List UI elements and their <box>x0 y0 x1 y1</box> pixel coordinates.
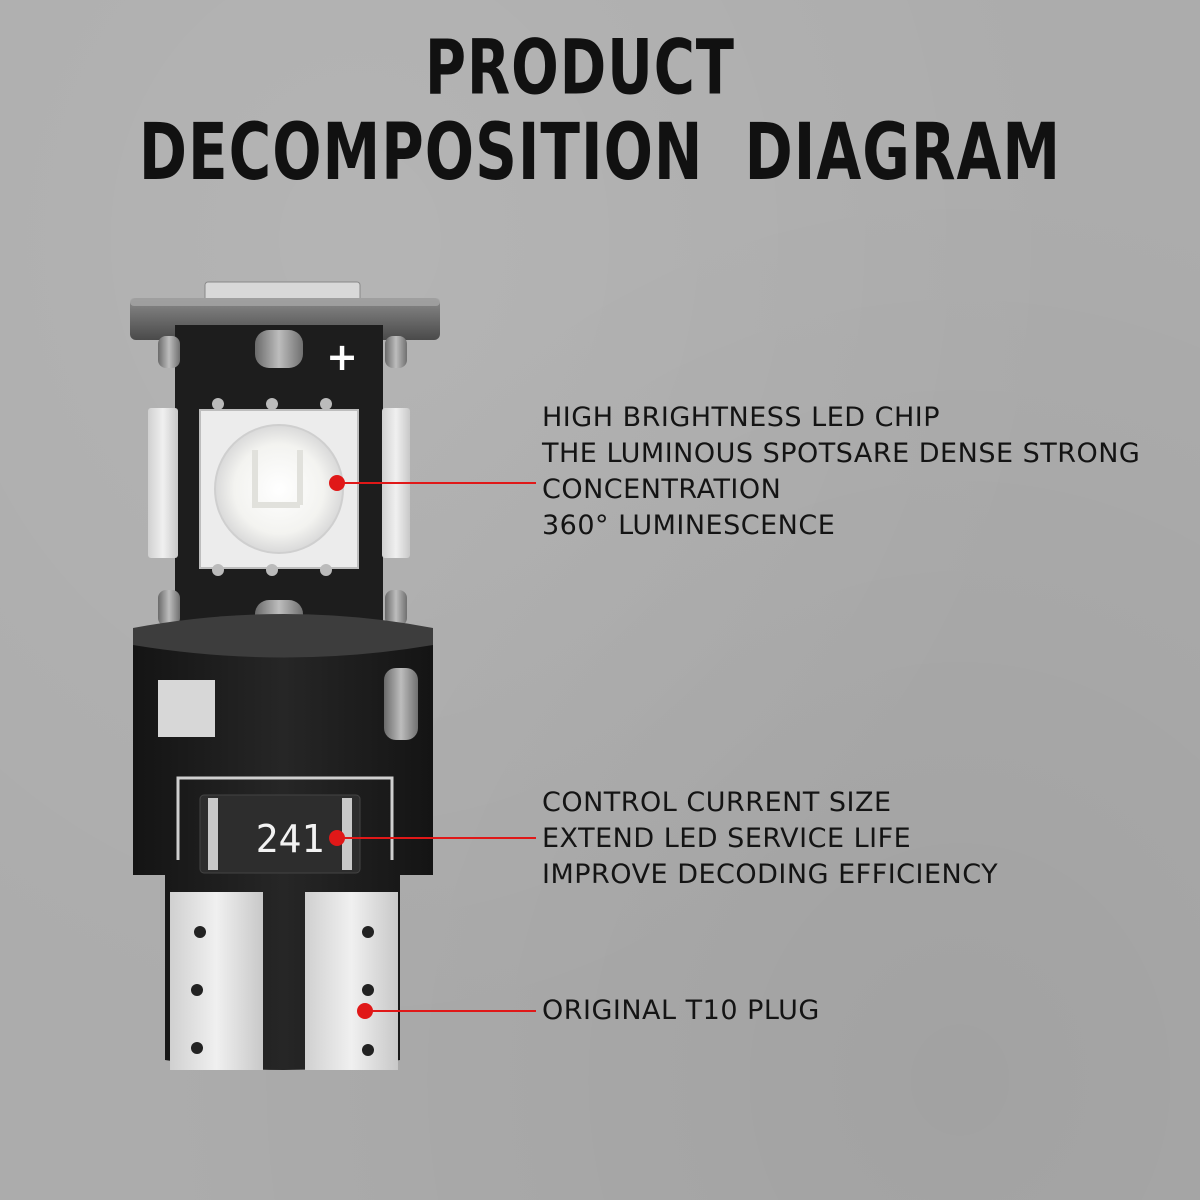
side-contact <box>384 668 418 740</box>
resistor <box>199 794 361 874</box>
wedge-base: 241 <box>133 614 433 1070</box>
callout-pointer-3 <box>357 1003 536 1019</box>
callout-plug: ORIGINAL T10 PLUG <box>542 993 820 1029</box>
callout-line: HIGH BRIGHTNESS LED CHIP <box>542 402 941 433</box>
page-title-line-2: DECOMPOSITION DIAGRAM <box>138 106 1062 198</box>
callout-resistor: CONTROL CURRENT SIZE EXTEND LED SERVICE … <box>542 785 998 893</box>
callout-line: ORIGINAL T10 PLUG <box>542 995 820 1026</box>
solder-joint-top <box>255 330 303 368</box>
upper-pcb: + <box>148 325 410 638</box>
page-title-line-1: PRODUCT <box>424 24 736 113</box>
resistor-code: 241 <box>256 817 325 861</box>
led-chip-emitter <box>214 424 344 554</box>
callout-pointer-1 <box>329 475 536 491</box>
callout-line: CONTROL CURRENT SIZE <box>542 787 892 818</box>
side-led-left <box>148 408 178 558</box>
callout-line: THE LUMINOUS SPOTSARE DENSE STRONG <box>542 438 1141 469</box>
callout-line: EXTEND LED SERVICE LIFE <box>542 823 912 854</box>
terminal-plate-left <box>170 892 263 1070</box>
terminal-plate-right <box>305 892 398 1070</box>
polarity-mark: + <box>326 335 358 379</box>
callout-line: CONCENTRATION <box>542 474 782 505</box>
callout-line: IMPROVE DECODING EFFICIENCY <box>542 859 999 890</box>
callout-line: 360° LUMINESCENCE <box>542 510 836 541</box>
callout-led-chip: HIGH BRIGHTNESS LED CHIP THE LUMINOUS SP… <box>542 400 1140 544</box>
base-square-pad <box>158 680 215 737</box>
callout-pointer-2 <box>329 830 536 846</box>
base-rim <box>133 614 433 664</box>
